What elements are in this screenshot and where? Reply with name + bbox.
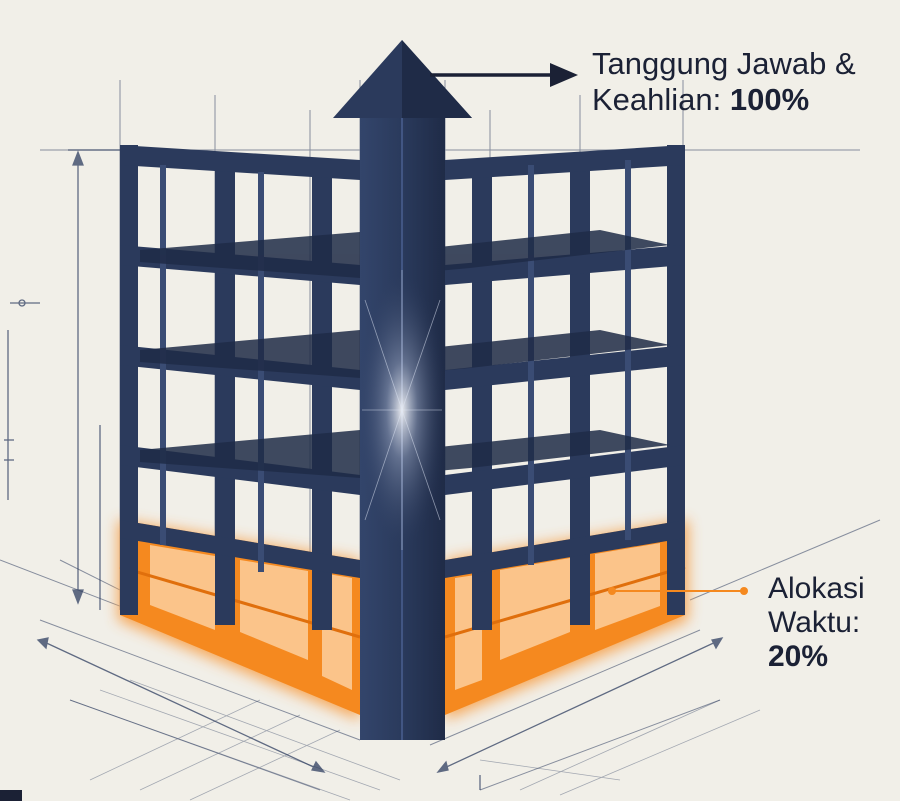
responsibility-value: 100% <box>729 82 810 117</box>
responsibility-pointer <box>430 63 578 87</box>
responsibility-label-prefix: Keahlian: <box>592 82 722 117</box>
dimension-marks <box>4 149 724 790</box>
floor-grid <box>69 679 761 801</box>
time-label-line1: Alokasi <box>768 572 865 605</box>
corner-mark <box>0 790 22 801</box>
time-value: 20% <box>768 640 829 673</box>
responsibility-label-line2: Keahlian: 100% <box>592 82 856 118</box>
base-section <box>118 520 688 720</box>
time-label: Alokasi Waktu: 20% <box>768 572 865 674</box>
time-label-line2: Waktu: <box>768 606 861 639</box>
central-arrow <box>333 40 472 740</box>
frame-right-face <box>445 145 685 630</box>
time-pointer <box>608 587 748 595</box>
responsibility-label: Tanggung Jawab & Keahlian: 100% <box>592 46 856 118</box>
responsibility-label-line1: Tanggung Jawab & <box>592 46 856 81</box>
